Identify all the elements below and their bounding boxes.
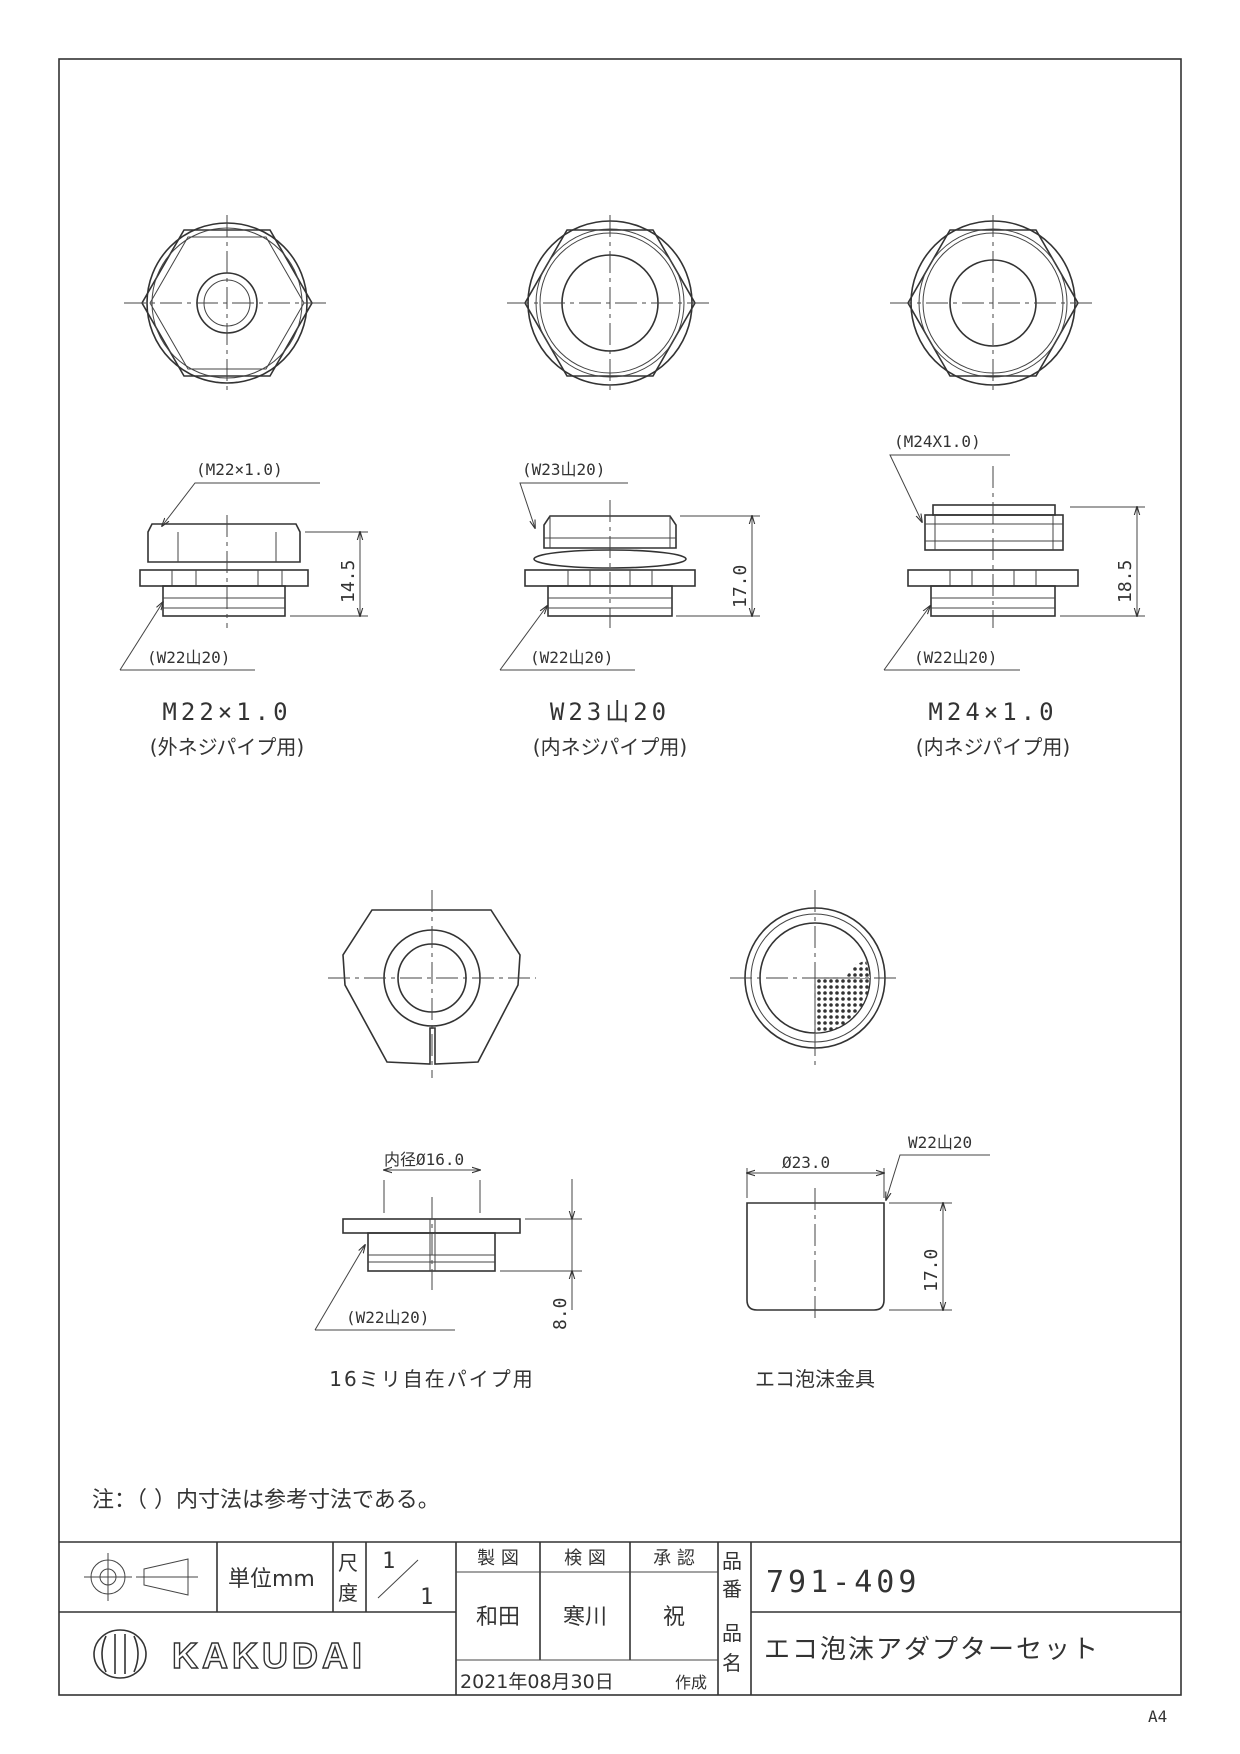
title-block: 単位mm 尺 度 1 1 製 図 検 図 承 認 和田 寒川 祝 2021年08…	[59, 1541, 1181, 1695]
drawing-frame	[58, 58, 1182, 1696]
part3-top-thread: (M24X1.0)	[894, 432, 981, 451]
part5-height: 17.0	[921, 1249, 942, 1292]
part-no-label-1: 品	[722, 1549, 742, 1573]
part3-height: 18.5	[1115, 560, 1136, 603]
company-name: KAKUDAI	[172, 1635, 366, 1676]
part-labels: (M22×1.0) (W22山20) 14.5 M22×1.0 (外ネジパイプ用…	[92, 432, 1136, 1513]
checked-by: 寒川	[563, 1605, 607, 1630]
scale-label-1: 尺	[338, 1551, 358, 1575]
part-eco-top-view	[730, 890, 900, 1066]
unit-label: 単位mm	[228, 1567, 315, 1592]
approved-label: 承 認	[653, 1548, 695, 1569]
part-w23-side-view	[499, 482, 760, 671]
part-16mm-top-view	[328, 890, 536, 1078]
part4-name: 16ミリ自在パイプ用	[329, 1367, 534, 1391]
part2-bottom-thread: (W22山20)	[530, 648, 613, 667]
part5-name: エコ泡沫金具	[755, 1367, 875, 1391]
part-name-label-2: 名	[722, 1651, 742, 1675]
part3-bottom-thread: (W22山20)	[914, 648, 997, 667]
part1-bottom-thread: (W22山20)	[147, 648, 230, 667]
part4-inner-dia: 内径Ø16.0	[384, 1150, 464, 1169]
part3-name: M24×1.0	[928, 698, 1057, 726]
part-name-label-1: 品	[722, 1621, 742, 1645]
kakudai-logo-icon	[93, 1629, 147, 1679]
part3-usage: (内ネジパイプ用)	[916, 735, 1070, 759]
part1-name: M22×1.0	[162, 698, 291, 726]
part-no-label-2: 番	[722, 1577, 742, 1601]
part2-name: W23山20	[550, 698, 670, 726]
creation-date-suffix: 作成	[675, 1673, 707, 1692]
part1-usage: (外ネジパイプ用)	[150, 735, 304, 759]
part-eco-side-view	[747, 1154, 990, 1320]
paper-size: A4	[1148, 1707, 1167, 1726]
part-m24-side-view	[883, 454, 1145, 671]
approved-by: 祝	[663, 1605, 685, 1630]
part-name: エコ泡沫アダプターセット	[764, 1635, 1100, 1665]
drawn-label: 製 図	[477, 1548, 519, 1569]
part-w23-top-view	[507, 215, 713, 392]
part-m22-top-view	[124, 215, 330, 392]
part-16mm-side-view	[314, 1170, 582, 1331]
scale-num: 1	[382, 1549, 395, 1574]
part-m22-side-view	[119, 482, 368, 671]
part-m24-top-view	[890, 215, 1096, 392]
part1-top-thread: (M22×1.0)	[196, 460, 283, 479]
projection-symbol-icon	[84, 1553, 198, 1601]
part4-bottom-thread: (W22山20)	[346, 1308, 429, 1327]
part2-top-thread: (W23山20)	[522, 460, 605, 479]
part1-height: 14.5	[338, 560, 359, 603]
part5-thread: W22山20	[908, 1133, 972, 1152]
creation-date: 2021年08月30日	[460, 1671, 614, 1693]
part-number: 791-409	[766, 1565, 920, 1600]
drawing-note: 注：（ ）内寸法は参考寸法である。	[92, 1488, 440, 1513]
checked-label: 検 図	[564, 1548, 606, 1569]
drawn-by: 和田	[476, 1605, 520, 1630]
scale-den: 1	[420, 1585, 433, 1610]
part4-height: 8.0	[550, 1297, 571, 1330]
part2-height: 17.0	[730, 565, 751, 608]
part2-usage: (内ネジパイプ用)	[533, 735, 687, 759]
part5-outer-dia: Ø23.0	[782, 1153, 830, 1172]
scale-label-2: 度	[338, 1581, 358, 1605]
